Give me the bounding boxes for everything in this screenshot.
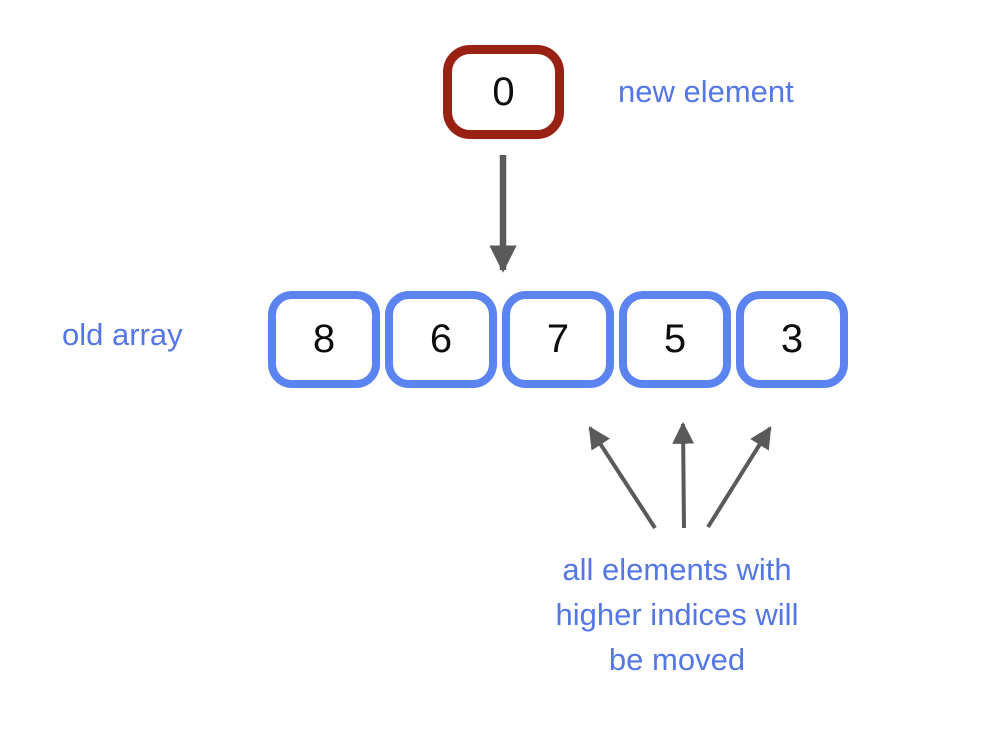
moved-up-arrow <box>672 421 695 529</box>
array-cell: 5 <box>619 291 731 388</box>
new-element-box: 0 <box>443 45 564 139</box>
moved-elements-note: all elements with higher indices will be… <box>477 547 877 682</box>
moved-up-left-arrow <box>588 426 657 530</box>
array-cell-value: 7 <box>546 317 570 361</box>
new-element-value: 0 <box>492 69 515 114</box>
new-element-label: new element <box>618 74 794 109</box>
moved-note-line: be moved <box>608 642 746 677</box>
array-cell: 6 <box>385 291 497 388</box>
old-array: 8 6 7 5 3 <box>268 291 848 388</box>
array-cell-value: 3 <box>780 317 804 361</box>
old-array-label: old array <box>62 317 183 352</box>
moved-note-line: higher indices will <box>555 597 799 632</box>
array-cell-value: 8 <box>312 317 336 361</box>
moved-note-line: all elements with <box>562 552 792 587</box>
array-cell: 7 <box>502 291 614 388</box>
moved-up-right-arrow <box>706 426 772 529</box>
array-cell-value: 6 <box>429 317 453 361</box>
array-cell: 8 <box>268 291 380 388</box>
array-cell-value: 5 <box>663 317 687 361</box>
array-cell: 3 <box>736 291 848 388</box>
